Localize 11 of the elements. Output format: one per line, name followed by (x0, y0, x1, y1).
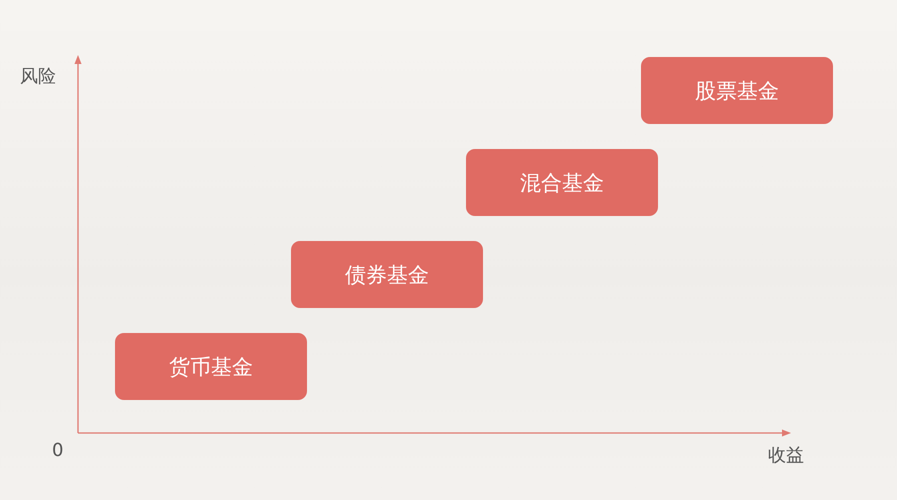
axis-label: 收益 (768, 444, 804, 467)
fund-box (466, 149, 658, 216)
origin-label: 0 (52, 440, 64, 461)
fund-label: 混合基金 (520, 170, 604, 196)
fund-label: 债券基金 (345, 262, 429, 288)
fund-box (291, 241, 483, 308)
fund-label: 股票基金 (695, 78, 779, 104)
fund-label: 货币基金 (169, 354, 253, 380)
fund-box (115, 333, 307, 400)
axis-label: 风险 (20, 65, 56, 88)
fund-box (641, 57, 833, 124)
